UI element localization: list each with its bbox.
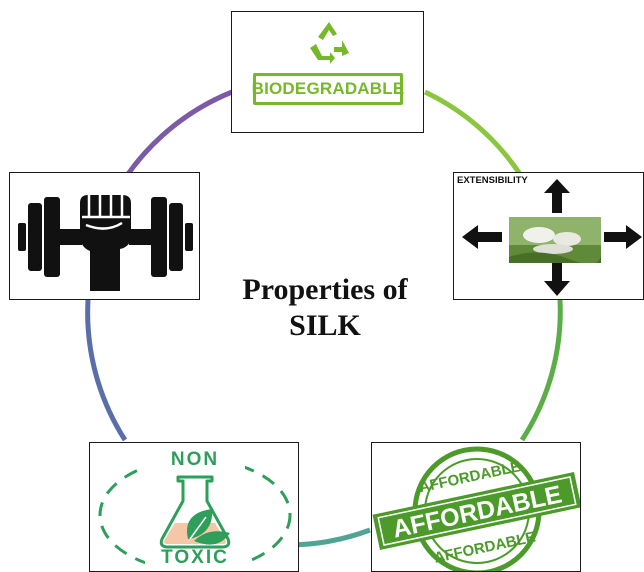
affordable-stamp: AFFORDABLE AFFORDABLE AFFORDABLE: [372, 446, 580, 571]
biodegradable-box: BIODEGRADABLE: [231, 11, 424, 133]
recycle-icon: [310, 22, 349, 64]
silk-cocoon-photo: [509, 217, 601, 263]
ring-arc-right: [519, 299, 563, 442]
four-way-arrows-icon: [462, 179, 642, 296]
non-toxic-label-bottom: TOXIC: [161, 547, 229, 568]
non-toxic-box: NON TOXIC: [89, 442, 299, 572]
affordable-box: AFFORDABLE AFFORDABLE AFFORDABLE: [371, 442, 581, 572]
center-title-line2: SILK: [289, 309, 361, 342]
biodegradable-label: BIODEGRADABLE: [252, 73, 404, 105]
extensibility-box: EXTENSIBILITY: [453, 172, 644, 300]
extensibility-label: EXTENSIBILITY: [457, 175, 528, 186]
center-title: Properties of SILK: [210, 272, 440, 344]
center-title-line1: Properties of: [242, 273, 408, 306]
flask-leaf-icon: [98, 449, 292, 571]
strength-box: [9, 172, 200, 300]
non-toxic-label-top: NON: [170, 449, 220, 470]
dumbbell-fist-icon: [18, 195, 193, 291]
ring-arc-left: [85, 299, 128, 442]
